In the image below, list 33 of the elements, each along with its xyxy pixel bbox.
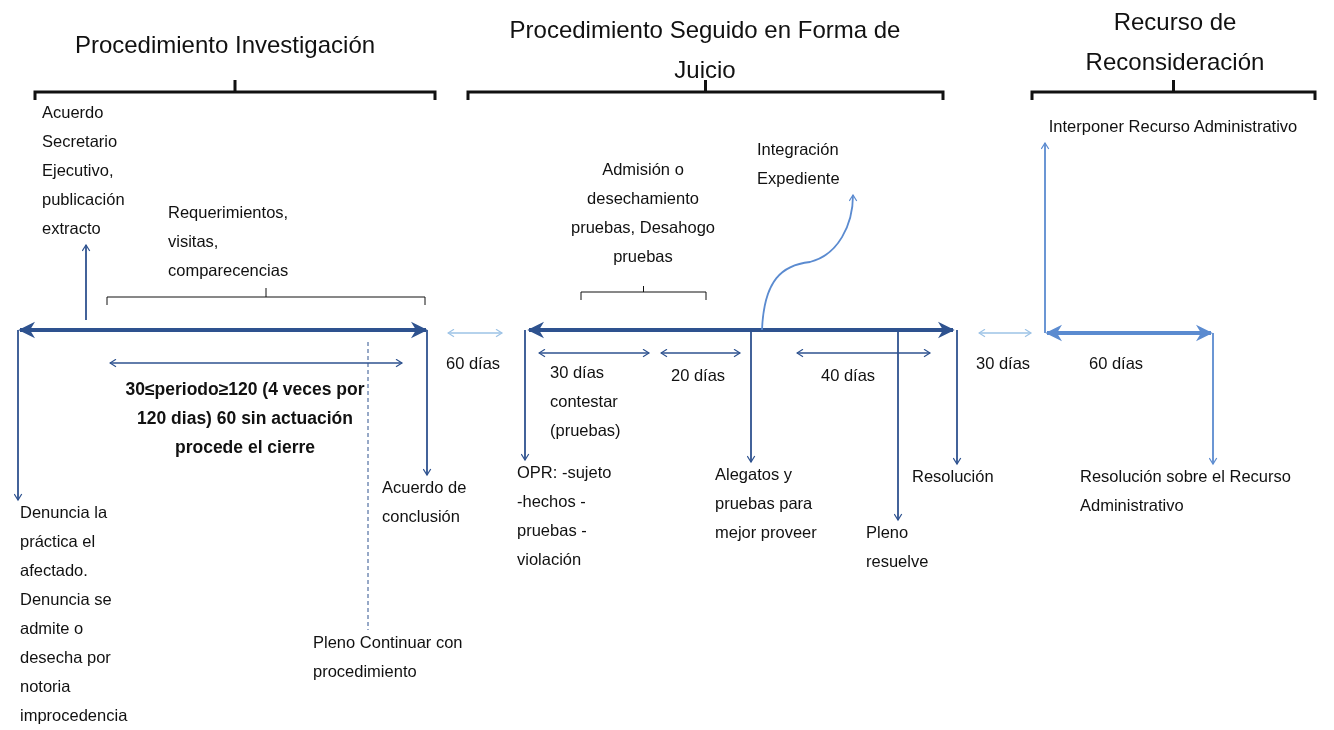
step-text: Alegatos y pruebas para mejor proveer <box>715 460 835 547</box>
step-text: Resolución sobre el Recurso Administrativo <box>1080 462 1320 520</box>
duration-label: 30 días <box>976 353 1032 374</box>
arrow <box>1040 142 1050 334</box>
period-note: 30≤periodo≥120 (4 veces por 120 dias) 60 sin actuación procede el cierre <box>124 378 366 459</box>
step-text: Denuncia la práctica el afectado. Denuncia se admite o desecha por notoria improcedencia <box>20 498 148 730</box>
step-text: Acuerdo de conclusión <box>382 473 502 531</box>
arrow <box>952 329 962 465</box>
duration-label: 20 días <box>671 365 727 386</box>
duration-label: 60 días <box>446 353 502 374</box>
duration-label: 60 días <box>1089 353 1145 374</box>
step-text: OPR: -sujeto -hechos -pruebas -violación <box>517 458 617 574</box>
arrow <box>893 329 903 521</box>
dashed-line <box>367 341 369 631</box>
duration-label: 40 días <box>821 365 877 386</box>
arrow <box>81 244 91 321</box>
arrow <box>746 329 756 463</box>
arrow <box>520 329 530 461</box>
step-text: Integración Expediente <box>757 135 877 193</box>
arrow <box>13 329 23 501</box>
step-text: Interponer Recurso Administrativo <box>1030 112 1316 141</box>
annotation: Admisión o desechamiento pruebas, Desahogo pruebas <box>570 159 716 267</box>
annotation: Requerimientos, visitas, comparecencias <box>168 202 290 281</box>
section-heading: Recurso de Reconsideración <box>1084 7 1266 77</box>
section-heading: Procedimiento Investigación <box>73 30 377 60</box>
step-text: Pleno resuelve <box>866 518 956 576</box>
step-text: Pleno Continuar con procedimiento <box>313 628 473 686</box>
arrow <box>422 329 432 476</box>
arrow <box>761 194 858 331</box>
section-heading: Procedimiento Seguido en Forma de Juicio <box>508 15 902 85</box>
step-text: Resolución <box>912 462 1012 491</box>
duration-label: 30 días contestar (pruebas) <box>550 362 622 441</box>
arrow <box>1208 332 1218 465</box>
